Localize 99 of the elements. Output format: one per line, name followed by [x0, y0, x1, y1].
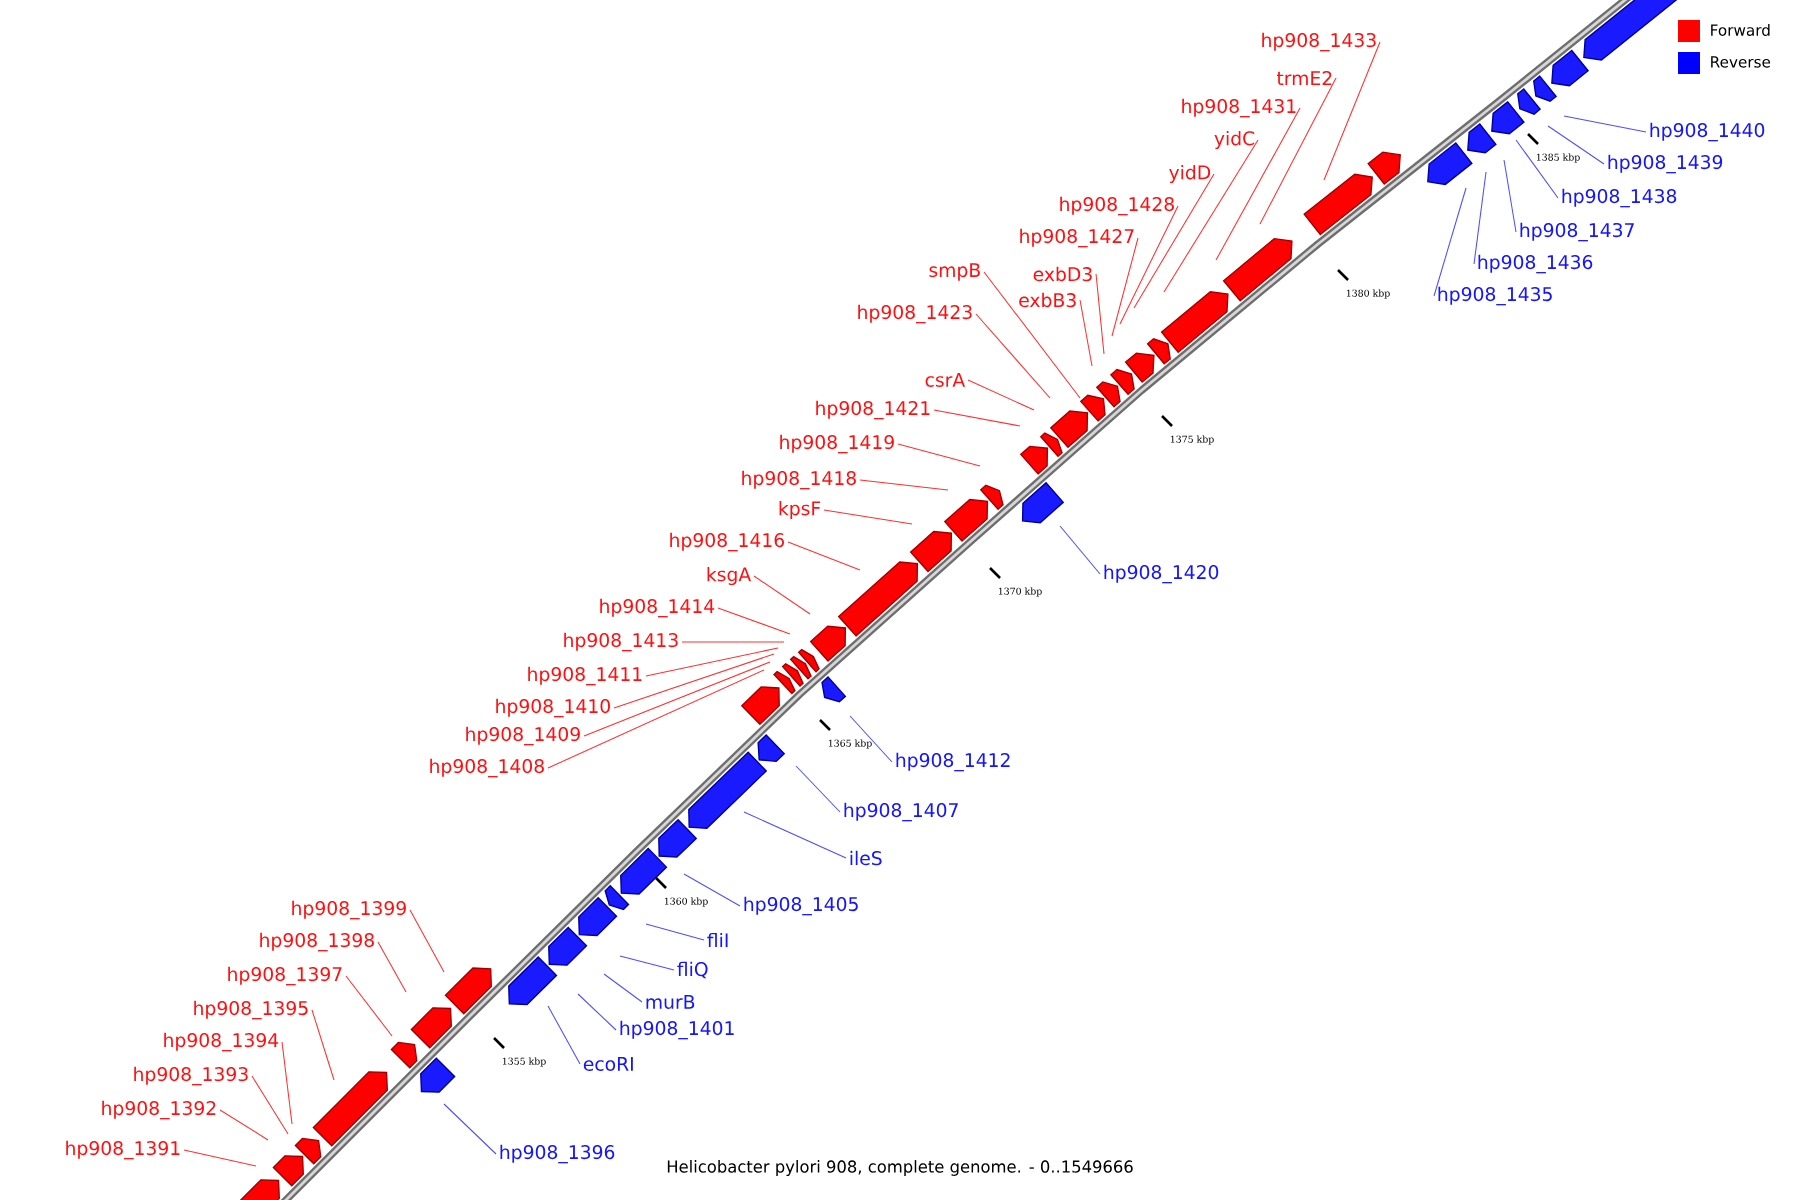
leader-line [975, 313, 1051, 399]
gene-label: hp908_1428 [1060, 196, 1174, 216]
leader-line [443, 1103, 497, 1155]
gene-label: hp908_1413 [564, 632, 678, 652]
leader-line [1215, 107, 1301, 261]
gene-label: hp908_1423 [858, 304, 972, 324]
gene-label: hp908_1397 [228, 966, 342, 986]
gene-label: fliI [707, 932, 728, 948]
gene-label: hp908_1414 [600, 598, 715, 618]
gene-label: exbB3 [1019, 292, 1076, 308]
leader-line [1059, 525, 1101, 575]
leader-line [795, 765, 841, 813]
leader-line [1163, 139, 1259, 293]
gene-label: hp908_1405 [744, 896, 858, 916]
leader-line [409, 909, 445, 973]
leader-line [849, 715, 893, 763]
leader-line [577, 993, 617, 1031]
gene-label: hp908_1439 [1608, 154, 1723, 174]
gene-label: trmE2 [1276, 71, 1332, 85]
leader-line [983, 271, 1081, 399]
leader-line [1515, 139, 1559, 199]
gene-label: smpB [929, 263, 980, 281]
leader-line [1563, 115, 1647, 133]
leader-line [613, 653, 775, 709]
gene-label: kpsF [779, 500, 821, 520]
caption: Helicobacter pylori 908, complete genome. - 0..1549666 [667, 1160, 1133, 1176]
gene-label: hp908_1416 [670, 532, 784, 552]
leader-line [1133, 173, 1215, 309]
leader-line [547, 669, 765, 769]
leader-line [683, 873, 741, 907]
leader-line [183, 1149, 257, 1167]
leader-line [717, 607, 791, 635]
gene-label: hp908_1409 [466, 726, 580, 746]
leader-line [933, 409, 1021, 427]
gene-label: hp908_1427 [1020, 228, 1134, 248]
gene-label: hp908_1412 [896, 752, 1010, 772]
gene-label: exbD3 [1033, 266, 1092, 282]
leader-line [345, 975, 393, 1037]
leader-line [1095, 273, 1105, 355]
gene-label: hp908_1418 [742, 470, 856, 490]
leader-line [1433, 187, 1467, 297]
leader-line [787, 541, 861, 571]
leader-line [1473, 171, 1487, 265]
gene-label: hp908_1394 [164, 1032, 279, 1052]
gene-label: ksgA [707, 566, 752, 586]
gene-label: hp908_1408 [430, 758, 544, 778]
leader-line [743, 811, 847, 859]
leader-line [1259, 77, 1337, 225]
gene-label: hp908_1431 [1182, 98, 1296, 118]
leader-line [897, 443, 981, 467]
leader-line [603, 973, 643, 1003]
gene-label: hp908_1395 [194, 1000, 308, 1020]
gene-label: hp908_1437 [1520, 222, 1634, 242]
leader-line [967, 379, 1035, 411]
leader-line [645, 923, 705, 941]
gene-label: hp908_1396 [500, 1144, 615, 1164]
leader-line [859, 479, 949, 491]
leader-line [251, 1075, 289, 1135]
leader-line [311, 1009, 335, 1081]
leader-line [1503, 159, 1517, 233]
gene-label: hp908_1398 [260, 932, 374, 952]
leader-line [1079, 299, 1093, 367]
leader-line [281, 1041, 293, 1125]
leader-line [377, 941, 407, 993]
gene-label: hp908_1435 [1438, 286, 1552, 306]
gene-label: hp908_1420 [1104, 564, 1219, 584]
leader-line [219, 1109, 269, 1141]
gene-label: hp908_1392 [102, 1100, 216, 1120]
gene-label: hp908_1401 [620, 1020, 734, 1040]
leader-line [1323, 41, 1381, 181]
leader-line [619, 955, 675, 971]
gene-label: hp908_1421 [816, 400, 930, 420]
leader-line [583, 661, 771, 737]
gene-label: csrA [925, 373, 966, 387]
gene-label: hp908_1411 [528, 666, 642, 686]
gene-label: hp908_1440 [1650, 122, 1765, 142]
leader-line [547, 1005, 581, 1065]
gene-label: hp908_1393 [134, 1066, 248, 1086]
gene-label: hp908_1407 [844, 802, 958, 822]
leader-line [753, 575, 811, 615]
gene-label: hp908_1410 [496, 698, 610, 718]
leader-line [1547, 125, 1605, 165]
leader-line [645, 647, 779, 677]
gene-label: hp908_1391 [66, 1140, 180, 1160]
leader-line [823, 509, 913, 525]
leader-line [1111, 237, 1139, 337]
gene-label: hp908_1436 [1478, 254, 1593, 274]
gene-label: fliQ [677, 961, 708, 979]
gene-label: hp908_1399 [292, 900, 406, 920]
gene-label: yidD [1169, 164, 1211, 184]
gene-label: murB [646, 995, 695, 1009]
leader-line [681, 641, 785, 643]
gene-label: hp908_1433 [1262, 32, 1376, 52]
gene-label: ecoRI [583, 1057, 633, 1071]
gene-label: hp908_1438 [1562, 188, 1677, 208]
leader-line [1119, 205, 1179, 325]
gene-label: yidC [1214, 130, 1255, 150]
gene-label: ileS [850, 850, 882, 866]
gene-label: hp908_1419 [780, 434, 894, 454]
